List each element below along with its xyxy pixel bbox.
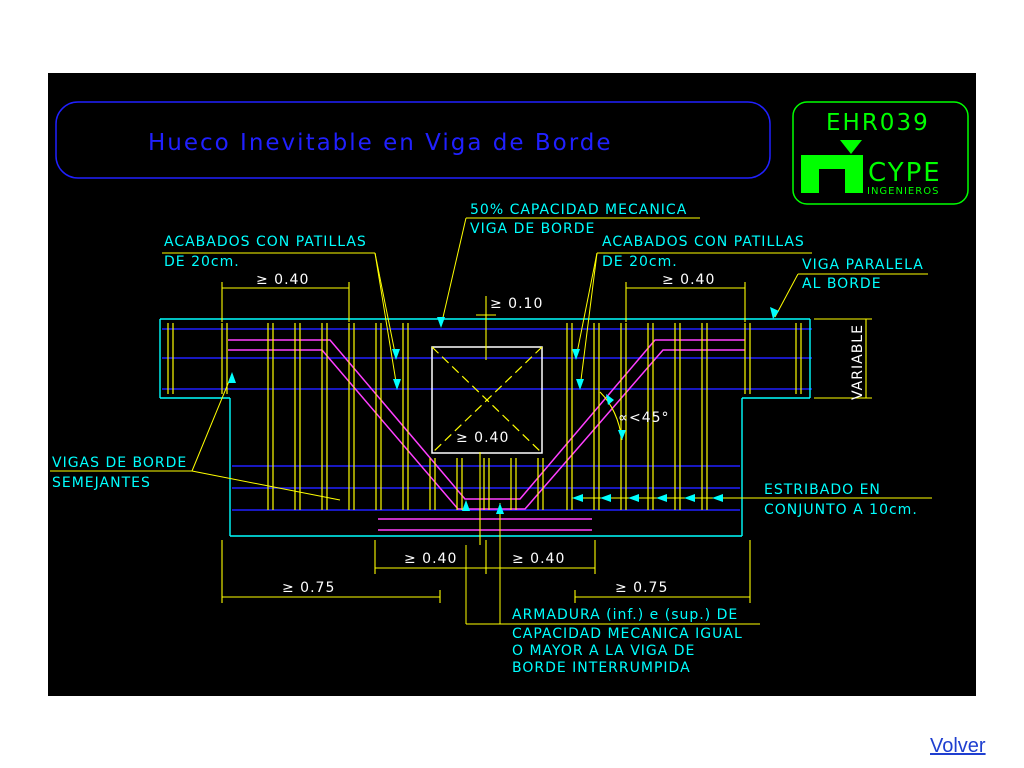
volver-link[interactable]: Volver <box>930 735 986 757</box>
cad-drawing: Hueco Inevitable en Viga de Borde EHR039… <box>48 73 976 696</box>
dim-top-right: ≥ 0.40 <box>662 272 715 288</box>
logo-triangle-icon <box>840 140 862 154</box>
stirrups <box>167 323 802 510</box>
dim-top-left: ≥ 0.40 <box>256 272 309 288</box>
logo-code: EHR039 <box>826 110 930 136</box>
inclined-bars <box>228 339 745 531</box>
label-acabados-right-2: DE 20cm. <box>602 254 678 270</box>
cad-drawing-svg: Hueco Inevitable en Viga de Borde EHR039… <box>50 101 969 676</box>
dim-010: ≥ 0.10 <box>490 296 543 312</box>
dim-bottom-right: ≥ 0.40 <box>512 551 565 567</box>
opening-hole <box>431 346 543 454</box>
label-variable: VARIABLE <box>850 324 866 400</box>
beam-lines <box>162 328 812 511</box>
label-capacidad-2: VIGA DE BORDE <box>470 221 595 237</box>
label-armadura-3: O MAYOR A LA VIGA DE <box>512 643 695 659</box>
label-armadura-2: CAPACIDAD MECANICA IGUAL <box>512 626 743 642</box>
logo-sub: INGENIEROS <box>867 186 939 197</box>
beam-outline <box>159 318 811 537</box>
dimension-lines <box>221 282 872 603</box>
dim-bottom-left: ≥ 0.40 <box>404 551 457 567</box>
label-acabados-left-1: ACABADOS CON PATILLAS <box>164 234 367 250</box>
label-estribado-2: CONJUNTO A 10cm. <box>764 502 918 518</box>
label-armadura-4: BORDE INTERRUMPIDA <box>512 660 691 676</box>
label-estribado-1: ESTRIBADO EN <box>764 482 881 498</box>
label-capacidad-1: 50% CAPACIDAD MECANICA <box>470 202 687 218</box>
label-angle: ∝<45° <box>618 410 670 426</box>
drawing-title: Hueco Inevitable en Viga de Borde <box>148 130 613 156</box>
label-armadura-1: ARMADURA (inf.) e (sup.) DE <box>512 607 738 623</box>
label-acabados-right-1: ACABADOS CON PATILLAS <box>602 234 805 250</box>
dim-hole: ≥ 0.40 <box>456 430 509 446</box>
dim-075-left: ≥ 0.75 <box>282 580 335 596</box>
label-viga-paralela-2: AL BORDE <box>802 276 882 292</box>
logo-brand: CYPE <box>868 158 942 188</box>
title-frame <box>55 101 771 179</box>
dim-075-right: ≥ 0.75 <box>615 580 668 596</box>
arrowheads <box>228 307 779 514</box>
label-acabados-left-2: DE 20cm. <box>164 254 240 270</box>
label-viga-paralela-1: VIGA PARALELA <box>802 257 924 273</box>
cype-logo: EHR039 CYPE INGENIEROS <box>792 101 969 205</box>
logo-frame <box>792 101 969 205</box>
leader-lines <box>50 217 932 625</box>
label-vigas-borde-1: VIGAS DE BORDE <box>52 455 187 471</box>
label-vigas-borde-2: SEMEJANTES <box>52 475 151 491</box>
